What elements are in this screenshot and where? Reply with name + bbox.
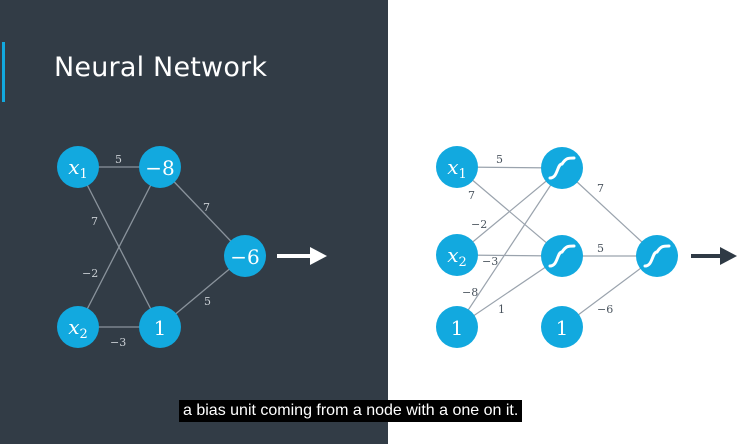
weight-label: 1: [498, 303, 505, 316]
edge: [456, 167, 563, 256]
node-x1-label: x1: [447, 155, 467, 182]
weight-label: 5: [496, 153, 503, 166]
node-output: [224, 235, 266, 277]
weight-label: 7: [468, 189, 475, 202]
node-x2-label: x2: [447, 243, 467, 270]
weight-label: −2: [82, 267, 98, 280]
node-x1: [436, 146, 478, 188]
node-bias-input-label: 1: [451, 316, 464, 340]
weight-label: 5: [115, 153, 122, 166]
edge-x2-top: [77, 166, 161, 328]
arrow-right-dark-icon: [691, 247, 737, 265]
sigmoid-node-1: [541, 147, 583, 189]
sigmoid-icon: [643, 244, 671, 268]
weight-label: −6: [597, 303, 613, 316]
edge: [456, 255, 563, 328]
weight-label: 7: [597, 182, 604, 195]
node-hidden-bottom-label: 1: [154, 316, 167, 340]
weight-label: −2: [471, 218, 487, 231]
weight-label: −8: [462, 286, 478, 299]
sigmoid-node-2: [541, 235, 583, 277]
node-bias-hidden: [541, 306, 583, 348]
left-network: [77, 166, 246, 328]
node-output-label: −6: [230, 245, 259, 269]
accent-bar: [2, 42, 5, 102]
node-x2: [57, 306, 99, 348]
node-x2: [436, 234, 478, 276]
node-bias-hidden-label: 1: [556, 316, 569, 340]
sigmoid-icon: [548, 244, 576, 268]
video-caption: a bias unit coming from a node with a on…: [179, 400, 523, 422]
edge: [456, 167, 563, 328]
node-x2-label: x2: [68, 315, 88, 342]
right-nodes: x1 x2 1 1: [436, 146, 678, 348]
node-hidden-top: [139, 146, 181, 188]
node-hidden-bottom: [139, 306, 181, 348]
weight-label: 5: [597, 242, 604, 255]
node-x1-label: x1: [68, 155, 88, 182]
weight-label: 7: [203, 201, 210, 214]
node-x1: [57, 146, 99, 188]
node-bias-input: [436, 306, 478, 348]
edge: [561, 167, 658, 257]
sigmoid-icon: [548, 156, 576, 180]
left-nodes: x1 x2 −8 1 −6: [57, 146, 266, 348]
left-panel: [0, 0, 388, 444]
weight-label: −3: [110, 336, 126, 349]
arrow-right-white-icon: [277, 247, 327, 265]
slide-title: Neural Network: [54, 52, 268, 83]
weight-label: 5: [204, 295, 211, 308]
sigmoid-node-output: [636, 235, 678, 277]
weight-label: −3: [482, 255, 498, 268]
weight-label: 7: [91, 215, 98, 228]
node-hidden-top-label: −8: [145, 156, 174, 180]
